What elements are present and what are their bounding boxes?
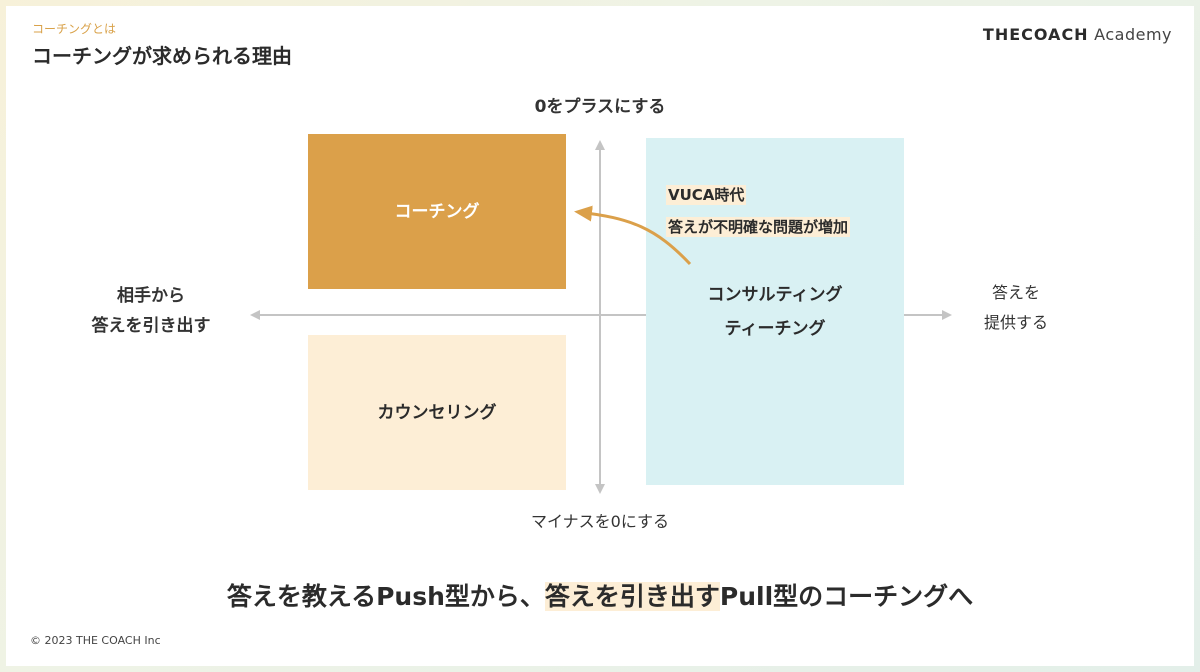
slide: コーチングとは コーチングが求められる理由 THECOACH Academy コ… [6, 6, 1194, 666]
axis-right-label: 答えを 提供する [961, 278, 1071, 338]
quadrant-consulting-label: コンサルティング [707, 284, 843, 305]
key-message-highlight: 答えを引き出す [544, 582, 720, 611]
axis-left-line2: 答えを引き出す [91, 316, 211, 336]
section-eyebrow: コーチングとは [32, 22, 117, 36]
quadrant-coaching-label: コーチング [394, 201, 480, 222]
axis-top-label: 0をプラスにする [534, 97, 666, 117]
vuca-description: 答えが不明確な問題が増加 [666, 217, 851, 237]
quadrant-counseling: カウンセリング [308, 335, 566, 490]
page-title: コーチングが求められる理由 [32, 44, 292, 68]
key-message-part2: Pull型のコーチングへ [719, 582, 974, 611]
axes-diagram [250, 140, 952, 494]
shift-arrow [574, 205, 692, 266]
vuca-label: VUCA時代 [666, 185, 747, 205]
quadrant-counseling-label: カウンセリング [377, 402, 497, 423]
axis-right-line2: 提供する [983, 313, 1048, 332]
quadrant-teaching-label: ティーチング [724, 318, 826, 339]
axis-left-line1: 相手から [117, 286, 185, 306]
key-message-part1: 答えを教えるPush型から、 [226, 582, 545, 611]
key-message: 答えを教えるPush型から、答えを引き出すPull型のコーチングへ [6, 577, 1194, 613]
axis-left-label: 相手から 答えを引き出す [66, 281, 236, 341]
brand-logo-light: Academy [1094, 25, 1172, 44]
vuca-annotation: VUCA時代 答えが不明確な問題が増加 [666, 179, 851, 243]
brand-logo: THECOACH Academy [983, 25, 1172, 44]
copyright: © 2023 THE COACH Inc [30, 634, 161, 647]
quadrant-coaching: コーチング [308, 134, 566, 289]
axis-bottom-label: マイナスを0にする [530, 512, 670, 531]
axis-right-line1: 答えを [991, 283, 1040, 302]
brand-logo-bold: THECOACH [982, 25, 1089, 44]
